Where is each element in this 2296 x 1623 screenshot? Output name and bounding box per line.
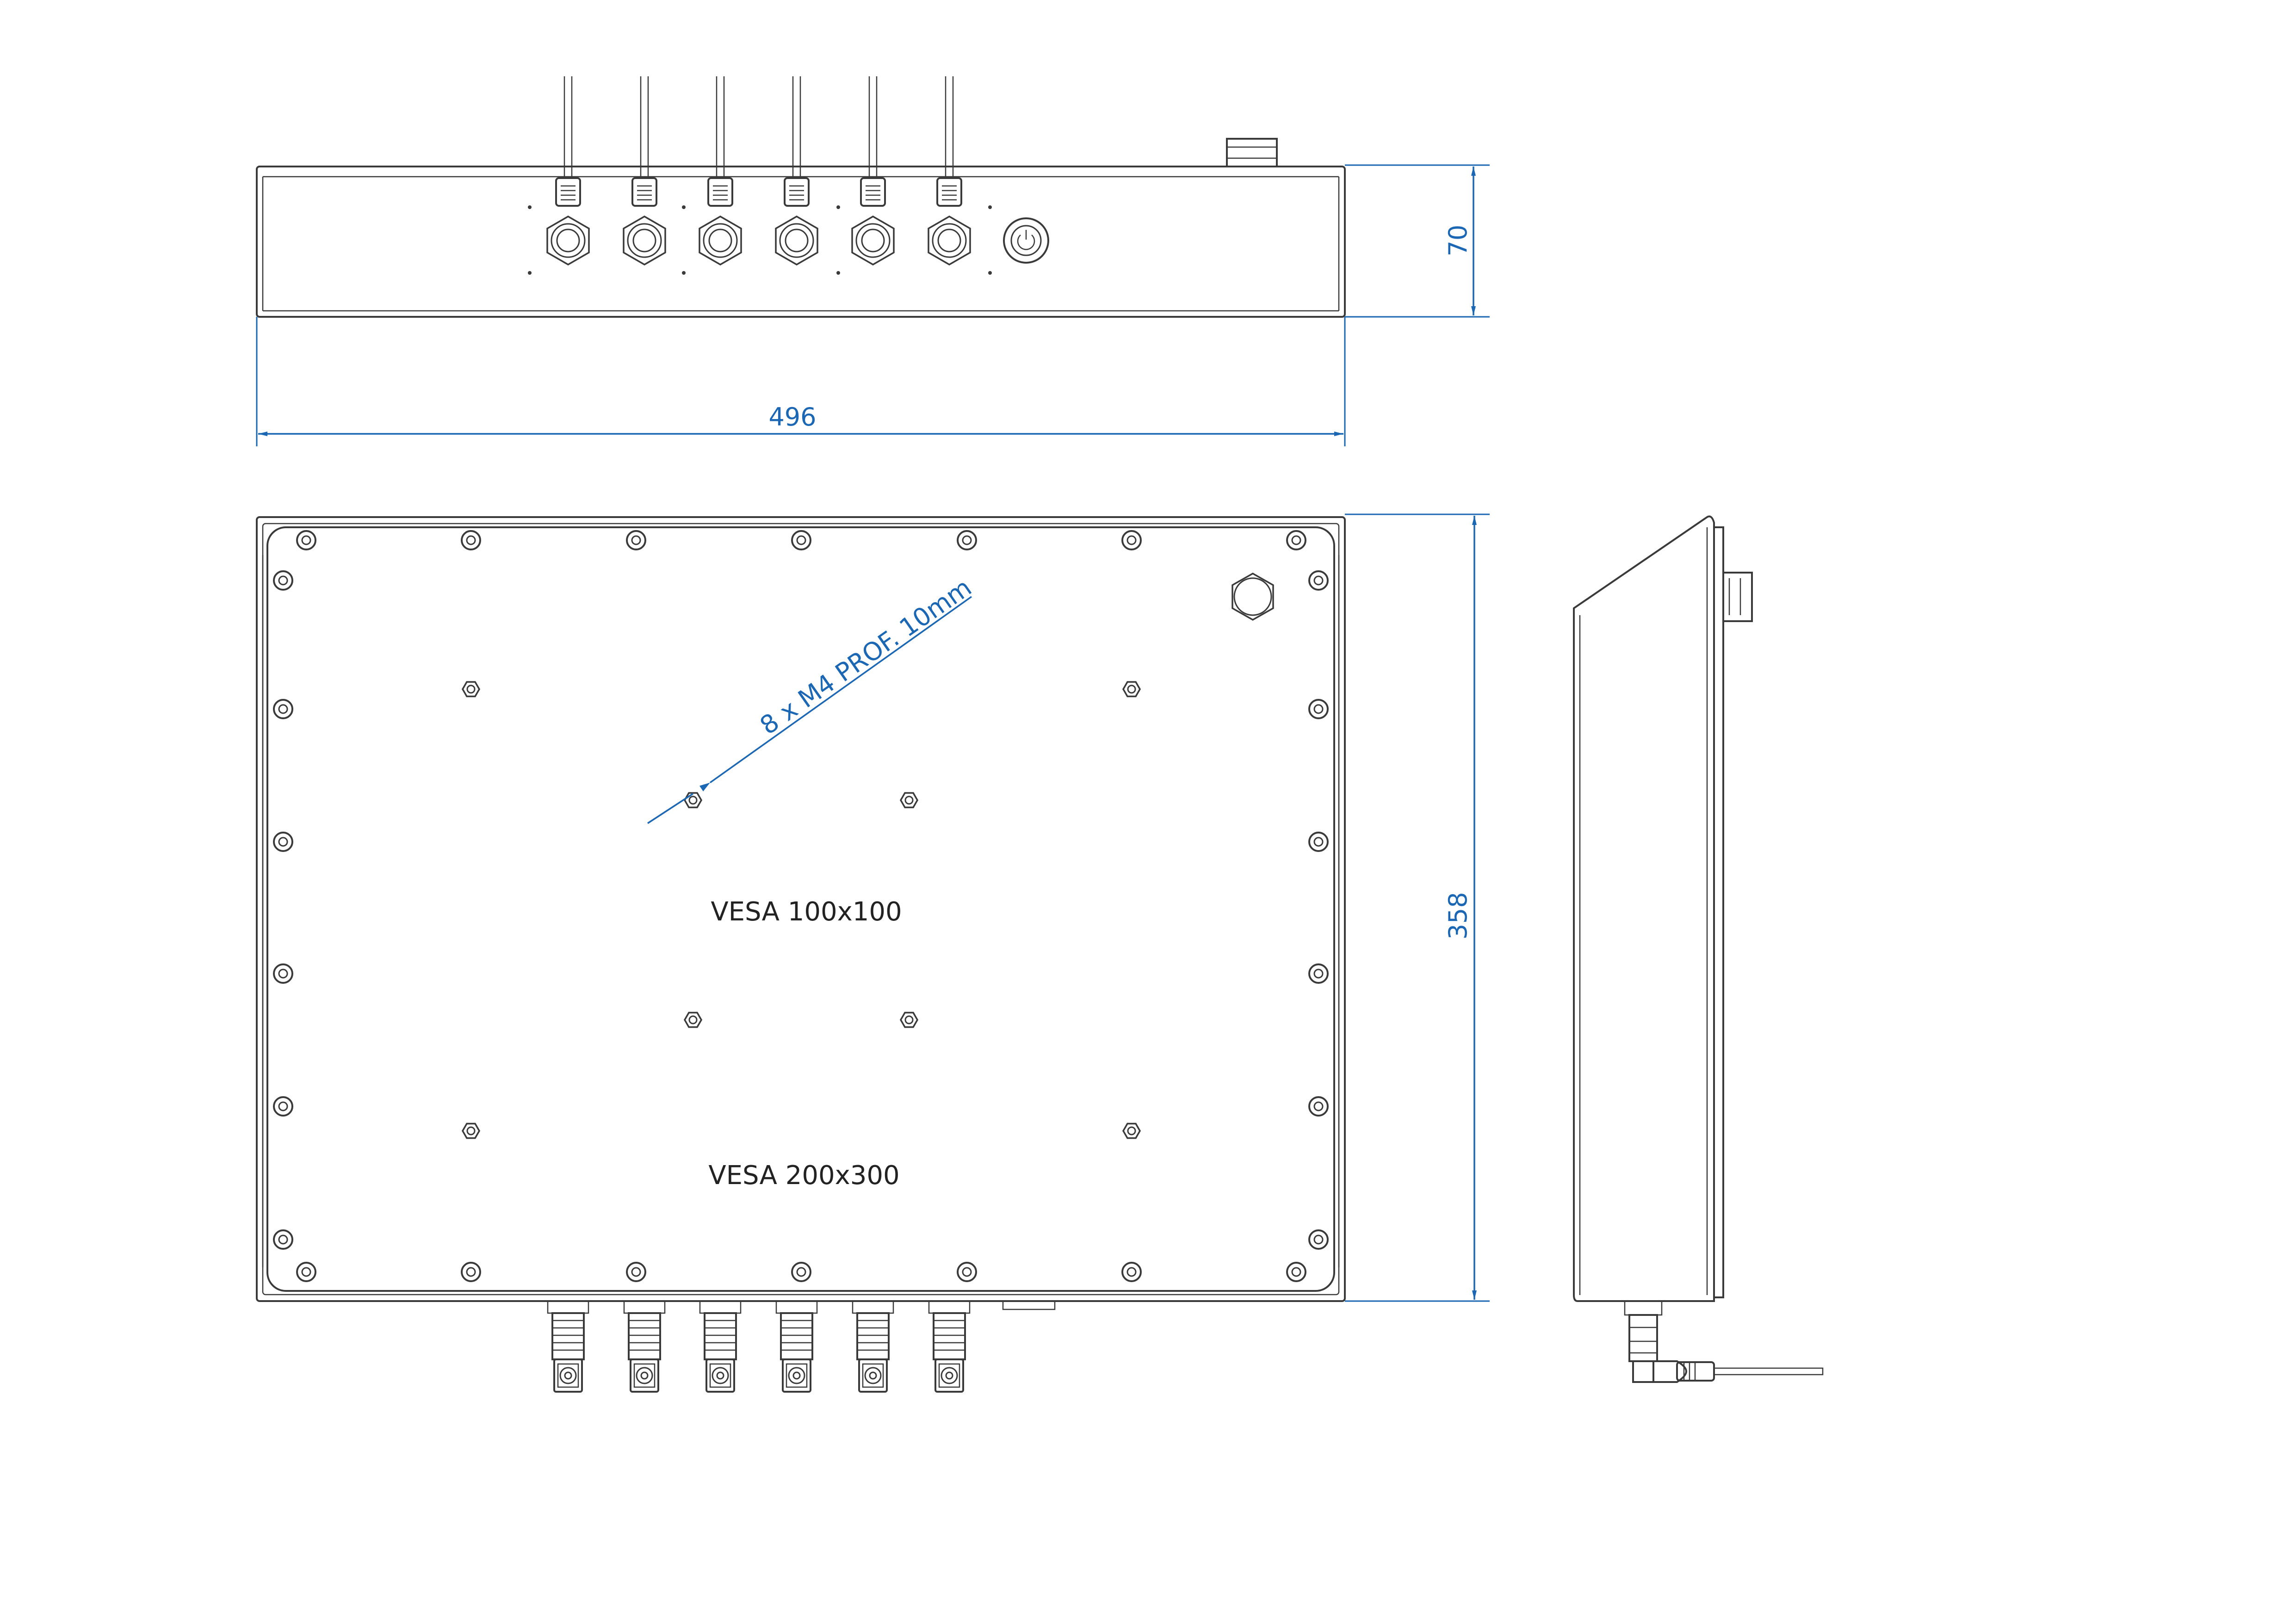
- m12-connector-icon: [775, 76, 818, 266]
- screw-icon: [791, 1262, 811, 1282]
- back-view: 8 x M4 PROF. 10mm VESA 100x100 VESA 200x…: [256, 516, 1346, 1393]
- screw-icon: [273, 570, 293, 591]
- bottom-connectors: [547, 1300, 971, 1393]
- marker-dot: [836, 271, 840, 275]
- screw-icon: [1308, 1096, 1329, 1117]
- screw-icon: [791, 530, 811, 550]
- dimension-height-top: 70: [1345, 164, 1490, 318]
- marker-dot: [528, 205, 532, 209]
- screw-icon: [273, 699, 293, 719]
- screw-icon: [957, 1262, 977, 1282]
- screw-icon: [1308, 570, 1329, 591]
- screw-icon: [1121, 1262, 1142, 1282]
- marker-dot: [682, 271, 686, 275]
- marker-dot: [528, 271, 532, 275]
- cable-gland: [1232, 572, 1274, 621]
- top-connectors: [528, 76, 992, 275]
- m12-connector-icon: [852, 1300, 894, 1393]
- thread-callout: 8 x M4 PROF. 10mm: [647, 573, 977, 824]
- vesa-nut-icon: [1122, 1123, 1141, 1139]
- m12-connector-icon: [928, 1300, 971, 1393]
- screw-icon: [461, 530, 481, 550]
- screw-icon: [296, 530, 316, 550]
- dimension-width: 496: [256, 317, 1346, 446]
- screw-icon: [1308, 963, 1329, 984]
- side-connector: [1624, 1300, 1824, 1383]
- vesa-nut-icon: [461, 1123, 481, 1139]
- vesa-nut-icon: [1122, 681, 1141, 697]
- m12-connector-icon: [928, 76, 971, 266]
- screw-icon: [461, 1262, 481, 1282]
- screw-icon: [273, 1229, 293, 1250]
- vesa-nut-icon: [461, 681, 481, 697]
- vesa-200-label: VESA 200x300: [708, 1160, 899, 1191]
- power-button: [1003, 217, 1049, 264]
- top-view: [256, 76, 1346, 318]
- marker-dot: [682, 205, 686, 209]
- side-view: [1573, 515, 1824, 1383]
- vesa-nut-icon: [683, 1012, 703, 1028]
- screw-icon: [273, 1096, 293, 1117]
- screw-icon: [957, 530, 977, 550]
- screw-icon: [1308, 699, 1329, 719]
- m12-connector-icon: [699, 1300, 742, 1393]
- marker-dot: [988, 271, 992, 275]
- m12-connector-icon: [851, 76, 895, 266]
- vesa-nut-icon: [899, 1012, 919, 1028]
- screw-icon: [626, 1262, 646, 1282]
- dimension-label-496: 496: [768, 402, 816, 432]
- dimension-label-358: 358: [1443, 892, 1473, 939]
- m12-connector-icon: [699, 76, 742, 266]
- dimension-label-70: 70: [1443, 225, 1473, 257]
- perimeter-screws: [273, 530, 1329, 1282]
- thread-label: 8 x M4 PROF. 10mm: [755, 573, 977, 740]
- screw-icon: [1286, 1262, 1306, 1282]
- vesa-nuts: [461, 681, 1141, 1139]
- screw-icon: [626, 530, 646, 550]
- screw-icon: [1308, 832, 1329, 852]
- m12-connector-icon: [623, 1300, 666, 1393]
- marker-dot: [988, 205, 992, 209]
- vesa-nut-icon: [683, 792, 703, 808]
- screw-icon: [273, 832, 293, 852]
- m12-connector-icon: [546, 76, 590, 266]
- m12-connector-icon: [547, 1300, 589, 1393]
- screw-icon: [296, 1262, 316, 1282]
- vesa-100-label: VESA 100x100: [711, 897, 902, 927]
- screw-icon: [1308, 1229, 1329, 1250]
- marker-dot: [836, 205, 840, 209]
- power-icon: [1017, 230, 1035, 250]
- m12-connector-icon: [623, 76, 666, 266]
- screw-icon: [273, 963, 293, 984]
- m12-connector-icon: [775, 1300, 818, 1393]
- vesa-nut-icon: [899, 792, 919, 808]
- dimension-height-front: 358: [1345, 513, 1490, 1302]
- screw-icon: [1121, 530, 1142, 550]
- screw-icon: [1286, 530, 1306, 550]
